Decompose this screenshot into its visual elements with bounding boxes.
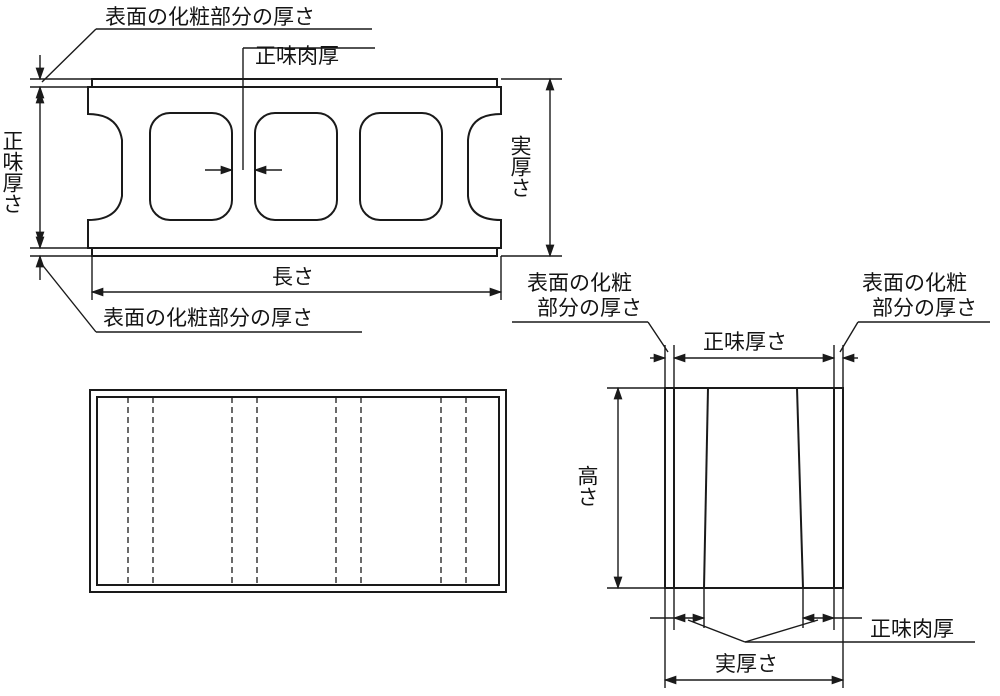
- label-side-facing-left-1: 表面の化粧: [527, 271, 632, 295]
- label-right-actual-thickness: 実厚さ: [508, 135, 532, 198]
- side-web-right: [796, 387, 804, 589]
- label-side-web: 正味肉厚: [870, 617, 954, 641]
- side-section: 表面の化粧 部分の厚さ 表面の化粧 部分の厚さ 正味厚さ 高さ 正味肉厚 実厚さ: [512, 271, 990, 688]
- label-top-facing: 表面の化粧部分の厚さ: [105, 5, 315, 29]
- label-side-height: 高さ: [575, 465, 599, 507]
- label-bottom-facing: 表面の化粧部分の厚さ: [103, 306, 313, 330]
- label-side-facing-right-1: 表面の化粧: [862, 271, 967, 295]
- label-top-web: 正味肉厚: [255, 44, 339, 68]
- label-side-net-thickness: 正味厚さ: [703, 330, 787, 354]
- elevation-outer: [89, 389, 507, 593]
- label-side-facing-right-2: 部分の厚さ: [872, 296, 977, 320]
- label-length: 長さ: [272, 265, 314, 289]
- label-side-facing-left-2: 部分の厚さ: [537, 296, 642, 320]
- top-facing-layer: [91, 78, 498, 88]
- bottom-facing-layer: [91, 247, 498, 257]
- plan-view: 表面の化粧部分の厚さ 正味肉厚 正味厚さ 実厚さ 長さ 表面の化粧部分の厚さ: [0, 5, 562, 333]
- side-right-facing: [833, 387, 844, 589]
- side-web-left: [703, 387, 709, 589]
- label-left-net-thickness: 正味厚さ: [0, 130, 24, 214]
- hollow-cell-2: [254, 112, 338, 221]
- hollow-cell-1: [149, 112, 233, 221]
- label-side-actual-thickness: 実厚さ: [715, 652, 778, 676]
- front-elevation: [89, 389, 507, 593]
- hollow-cell-3: [359, 112, 443, 221]
- block-body-outline: [87, 86, 502, 249]
- side-left-facing: [664, 387, 675, 589]
- elevation-inner: [96, 396, 500, 586]
